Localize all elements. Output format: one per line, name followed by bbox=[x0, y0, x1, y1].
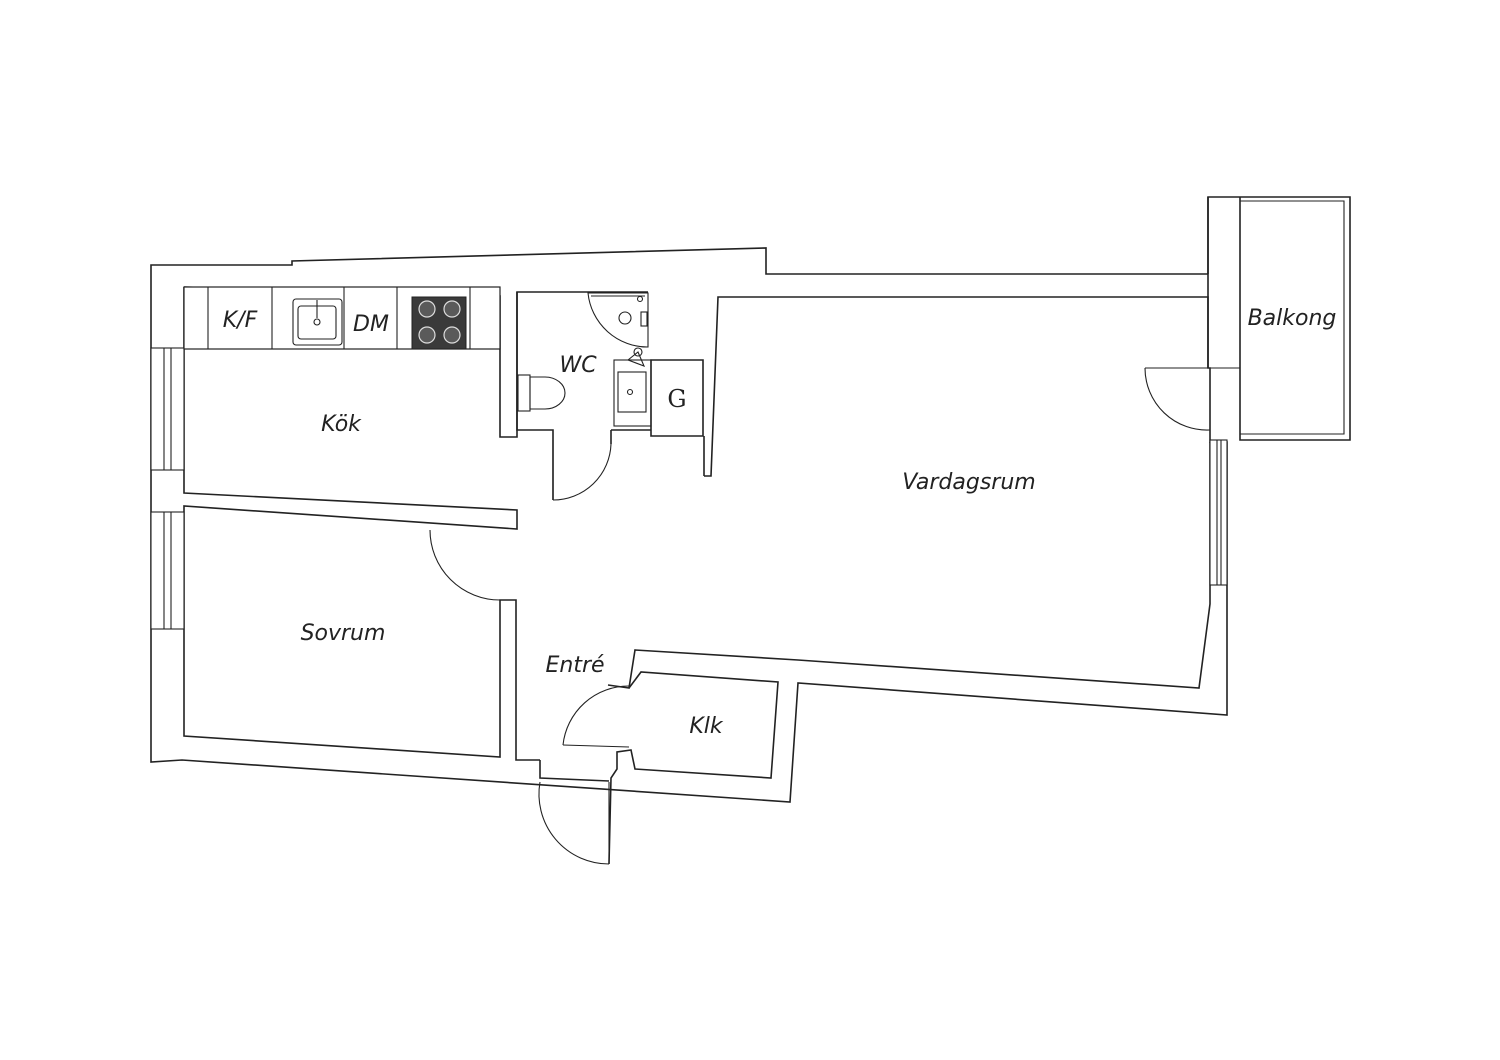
labels: K/F DM G WC Kök Sovrum Vardagsrum Balkon… bbox=[223, 306, 1337, 739]
shower-icon bbox=[587, 292, 649, 348]
interior-walls bbox=[183, 286, 1211, 865]
sink-icon bbox=[292, 298, 343, 346]
fixture-label-dm: DM bbox=[353, 312, 389, 337]
room-label-balkong: Balkong bbox=[1248, 306, 1337, 331]
window-bedroom bbox=[150, 511, 185, 630]
room-label-entre: Entré bbox=[545, 653, 604, 678]
window-living bbox=[1209, 439, 1228, 586]
window-kitchen bbox=[150, 347, 185, 471]
fixture-label-g: G bbox=[667, 385, 686, 413]
room-label-vardagsrum: Vardagsrum bbox=[902, 470, 1035, 495]
windows bbox=[150, 347, 1228, 630]
toilet-icon bbox=[517, 374, 566, 412]
fixture-label-kf: K/F bbox=[223, 308, 258, 333]
balcony bbox=[1239, 196, 1351, 441]
stove-icon bbox=[411, 296, 467, 350]
washbasin-icon bbox=[613, 347, 652, 427]
room-label-klk: Klk bbox=[689, 714, 724, 739]
room-label-sovrum: Sovrum bbox=[301, 621, 386, 646]
doors bbox=[429, 367, 1240, 865]
room-label-wc: WC bbox=[559, 353, 597, 378]
room-label-kok: Kök bbox=[321, 412, 362, 437]
